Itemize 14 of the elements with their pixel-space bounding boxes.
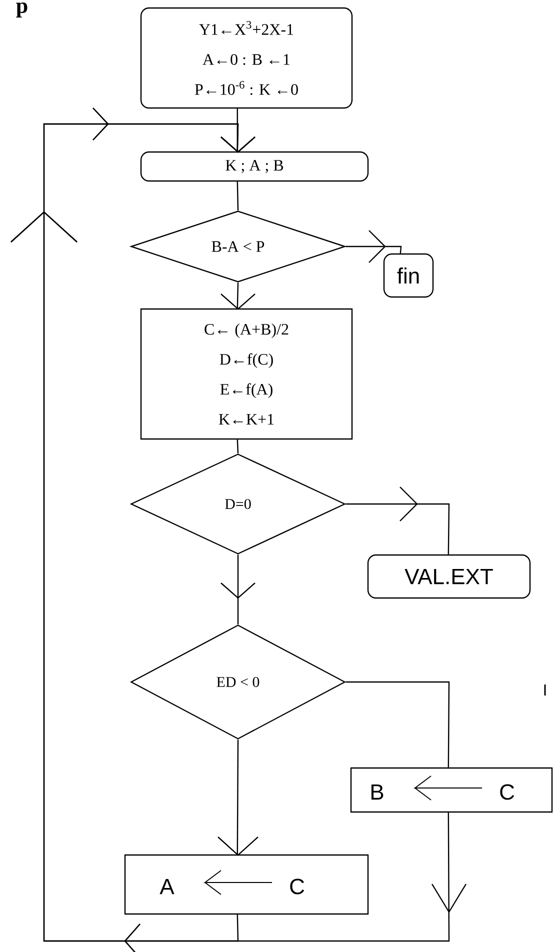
assignment-box: A C [124,854,369,915]
letter: p [16,2,28,18]
letter: I [544,684,546,696]
flow-arrow [10,108,256,952]
rounded-box: Y1←X$^{3}$+2X-1 A←0 : B ←1 P←10$^{-6}$ : K ←0 [140,7,353,109]
rounded-box: fin [383,253,434,298]
connector-line [236,182,239,210]
flow-arrow [218,740,258,856]
assignment-box: B C [350,767,553,813]
rounded-box: K ; A ; B [140,151,369,182]
rounded-box: VAL.EXT [367,554,531,599]
connector-line [236,440,239,454]
process-box: C← (A+B)/2 D←f(C) E←f(A) K←K+1 [140,308,353,440]
connector-line [346,681,450,768]
